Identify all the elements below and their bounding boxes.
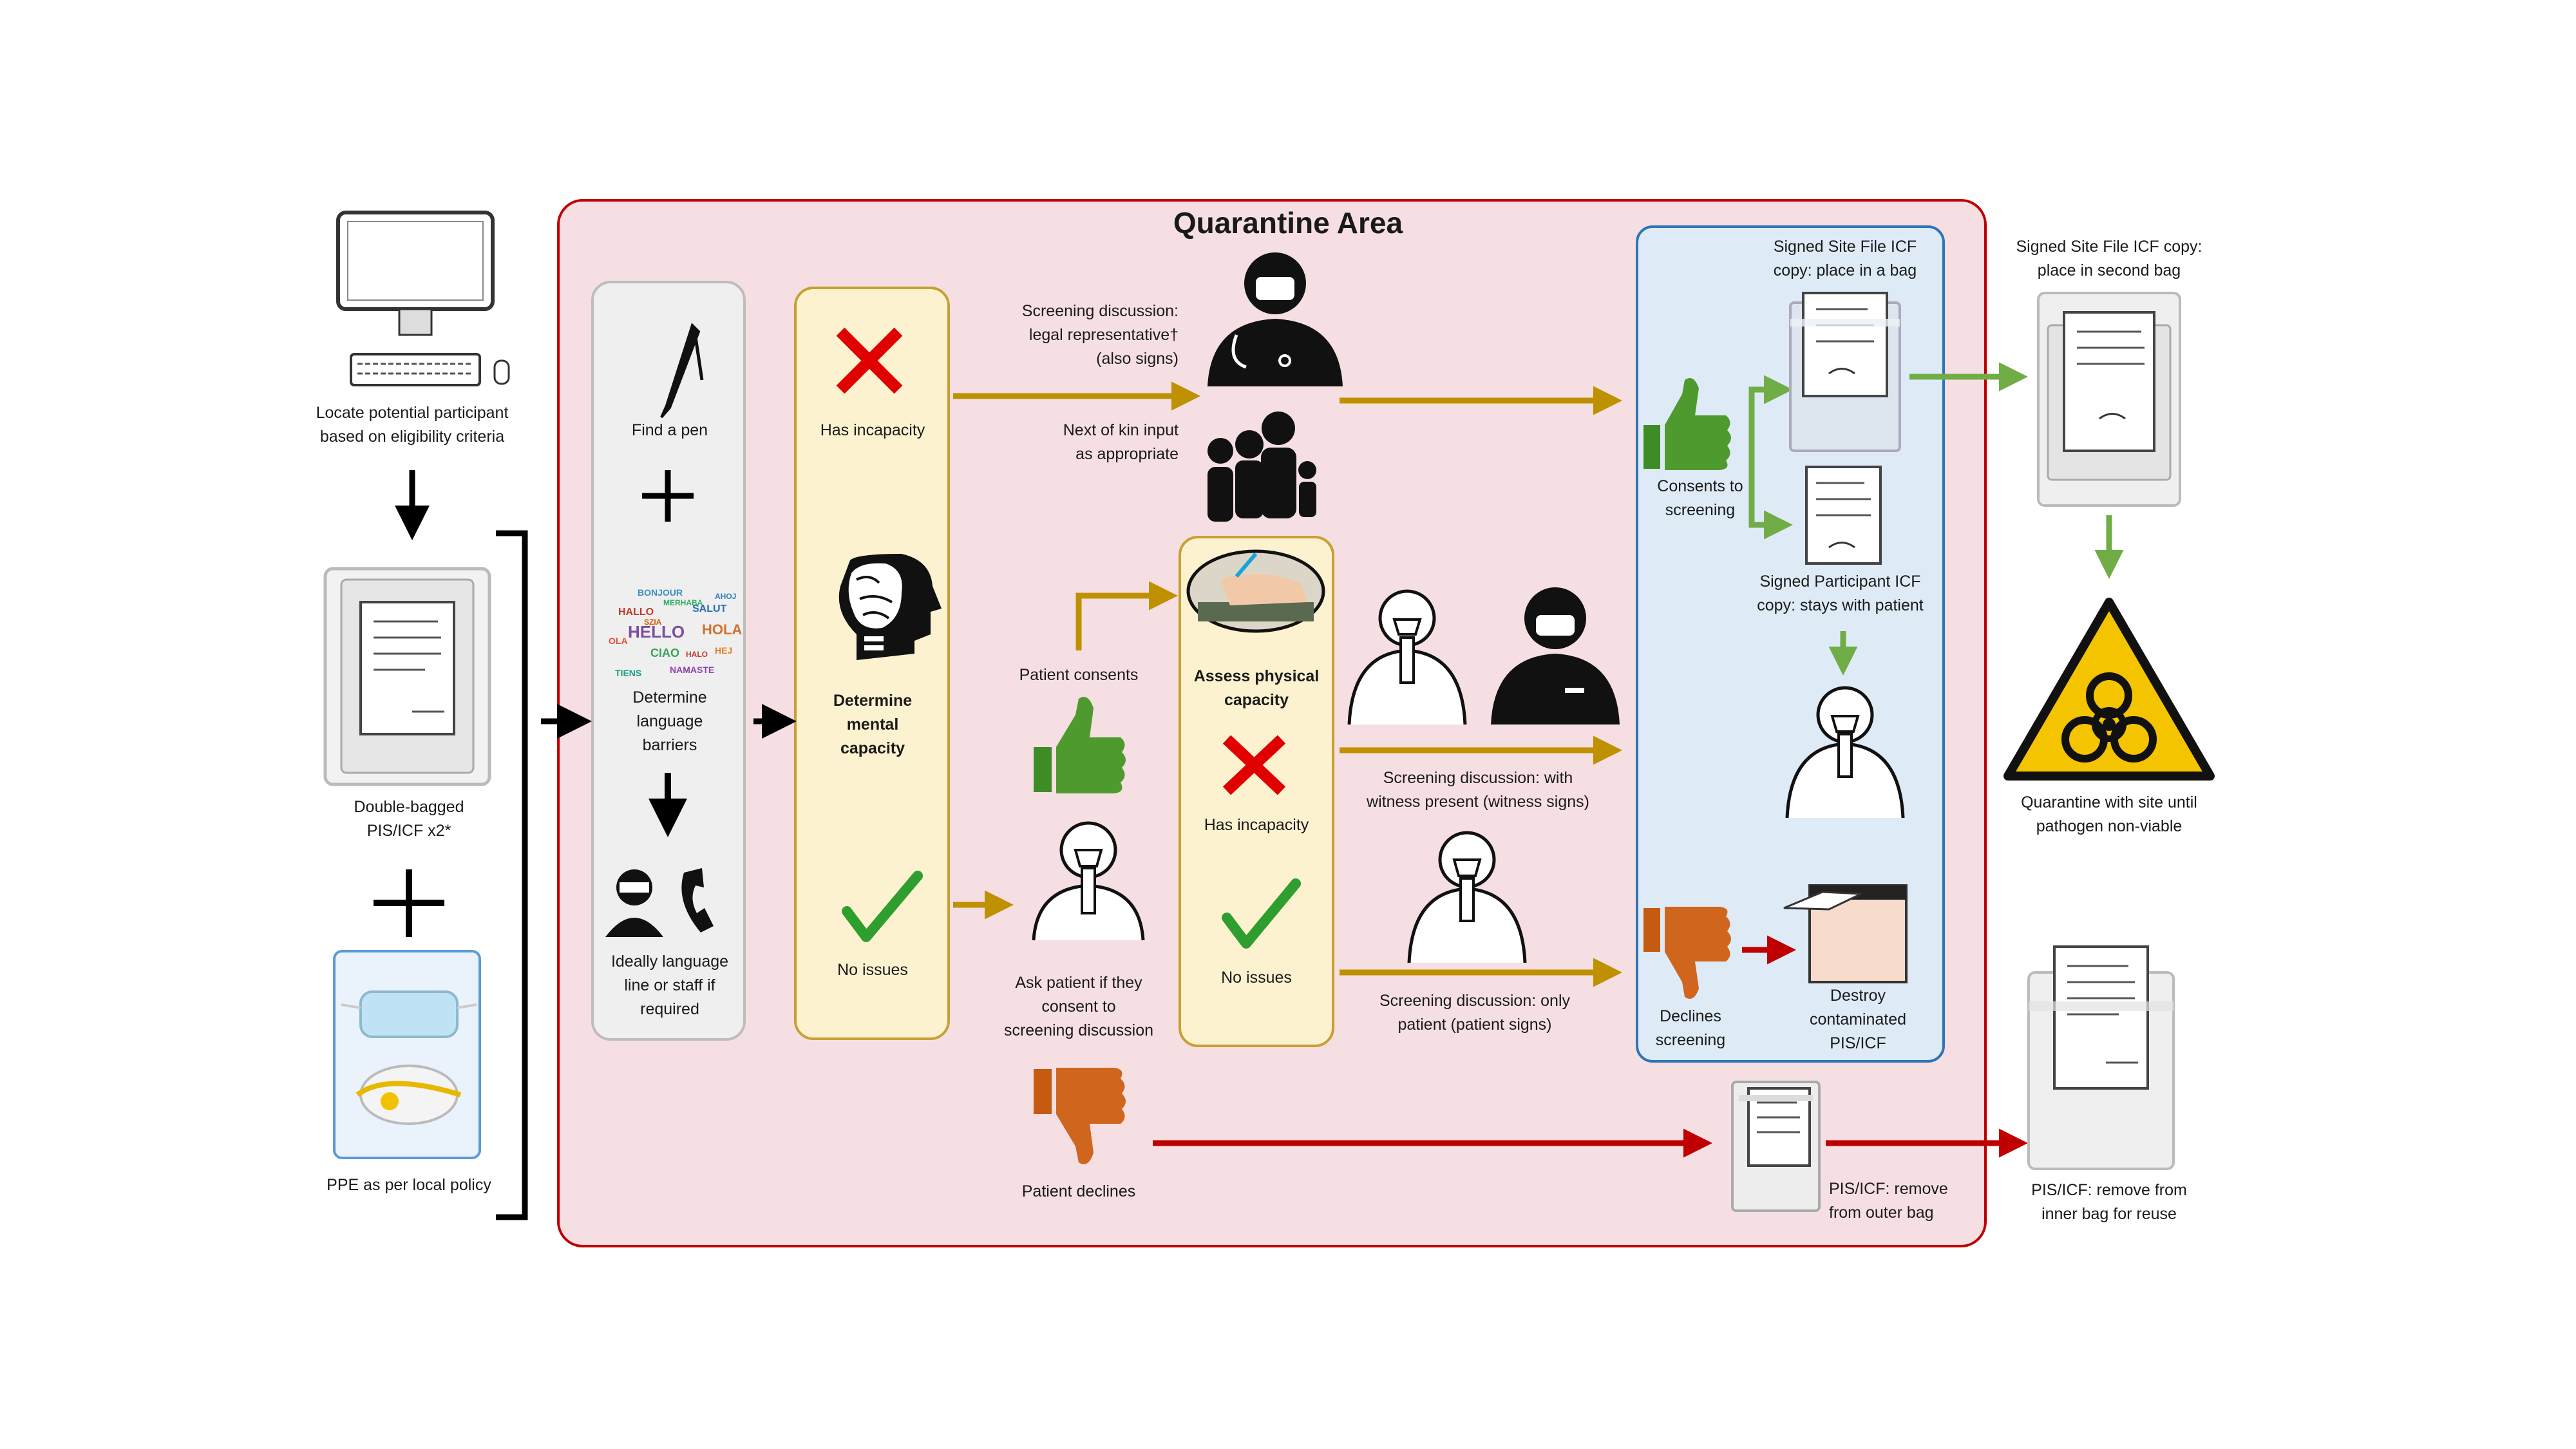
word-cloud-word: TIENS	[615, 668, 641, 678]
phone-icon	[681, 868, 714, 933]
word-cloud-word: AHOJ	[715, 592, 736, 601]
word-cloud-word: HOLA	[702, 621, 742, 638]
quarantine-title: Quarantine Area	[1173, 206, 1403, 240]
bracket	[496, 530, 528, 1220]
word-cloud-word: CIAO	[650, 647, 679, 659]
word-cloud-word: MERHABA	[663, 598, 703, 607]
label-patient-declines: Patient declines	[1021, 1182, 1136, 1200]
document-bag-icon-inner	[2027, 945, 2175, 1170]
label-quarantine-site: Quarantine with site until pathogen non-…	[2021, 793, 2197, 835]
mental-capacity-column	[794, 287, 950, 1040]
patient-icon-witness	[1347, 589, 1467, 725]
document-bag-icon-outer	[1731, 1081, 1821, 1212]
label-locate: Locate potential participant based on el…	[316, 404, 509, 446]
label-remove-inner: PIS/ICF: remove from inner bag for reuse	[2031, 1181, 2187, 1223]
family-icon	[1208, 412, 1316, 522]
label-has-incapacity-physical: Has incapacity	[1204, 816, 1309, 834]
word-cloud-word: SZIA	[644, 618, 662, 627]
biohazard-icon	[2003, 598, 2215, 781]
patient-icon	[1032, 821, 1145, 941]
patient-icon-outcome	[1785, 686, 1905, 819]
check-icon	[842, 871, 923, 942]
label-language-barriers: Determine language barriers	[632, 688, 707, 754]
label-patient-consents: Patient consents	[1019, 666, 1139, 684]
word-cloud-word: SALUT	[692, 603, 727, 614]
label-signed-site-bag: Signed Site File ICF copy: place in a ba…	[1773, 238, 1917, 279]
shredder-icon	[1783, 884, 1908, 983]
plus-small-icon	[642, 470, 694, 522]
label-destroy: Destroy contaminated PIS/ICF	[1809, 987, 1907, 1052]
label-no-issues-mental: No issues	[837, 961, 908, 979]
mask-icon	[341, 990, 477, 1125]
computer-icon	[336, 211, 510, 386]
document-participant-icon	[1805, 466, 1882, 565]
thumbs-up-icon	[1034, 697, 1126, 793]
label-signed-participant: Signed Participant ICF copy: stays with …	[1757, 573, 1924, 614]
thumbs-up-icon-consents	[1643, 377, 1731, 470]
label-consents-screening: Consents to screening	[1657, 477, 1743, 519]
thumbs-down-icon	[1034, 1068, 1126, 1164]
label-determine-mental: Determine mental capacity	[833, 692, 913, 757]
word-cloud-word: HEJ	[715, 645, 732, 656]
check-icon-2	[1222, 878, 1301, 949]
label-find-pen: Find a pen	[631, 421, 708, 439]
pen-icon	[660, 323, 704, 419]
word-cloud-word: NAMASTE	[670, 665, 714, 675]
label-ask-patient: Ask patient if they consent to screening…	[1003, 974, 1154, 1039]
label-screening-legal: Screening discussion: legal representati…	[1021, 302, 1179, 368]
brain-head-icon	[838, 554, 942, 660]
document-bag-icon-second	[2037, 292, 2181, 507]
word-cloud-word: HELLO	[628, 622, 685, 641]
document-bag-icon	[323, 567, 491, 786]
doctor-icon	[1208, 252, 1343, 386]
word-cloud-word: HALLO	[618, 607, 654, 618]
interpreter-icon	[605, 869, 663, 937]
label-has-incapacity-mental: Has incapacity	[820, 421, 925, 439]
label-no-issues-physical: No issues	[1221, 969, 1292, 987]
hand-writing-icon	[1186, 549, 1325, 633]
cross-icon	[836, 327, 903, 394]
thumbs-down-icon-declines	[1643, 907, 1731, 999]
label-assess-physical: Assess physical capacity	[1193, 667, 1320, 709]
label-ppe: PPE as per local policy	[327, 1176, 491, 1194]
word-cloud-word: OLA	[609, 636, 628, 646]
label-next-of-kin: Next of kin input as appropriate	[1063, 421, 1179, 463]
label-declines-screening: Declines screening	[1655, 1007, 1726, 1049]
label-double-bagged: Double-bagged PIS/ICF x2*	[354, 798, 464, 840]
document-bag-icon-site	[1789, 292, 1901, 452]
label-signed-second-bag: Signed Site File ICF copy: place in seco…	[2016, 238, 2202, 279]
word-cloud-word: HALO	[686, 650, 708, 659]
nurse-icon	[1491, 587, 1620, 724]
cross-icon-2	[1222, 735, 1286, 795]
label-language-line: Ideally language line or staff if requir…	[611, 952, 729, 1018]
word-cloud-word: BONJOUR	[638, 587, 683, 598]
label-only-patient: Screening discussion: only patient (pati…	[1379, 992, 1570, 1034]
arrow-consents-to-physical	[1075, 581, 1178, 650]
plus-icon	[374, 869, 444, 937]
label-witness: Screening discussion: with witness prese…	[1367, 769, 1589, 811]
patient-icon-only	[1407, 831, 1527, 963]
label-remove-outer: PIS/ICF: remove from outer bag	[1829, 1180, 1948, 1222]
word-cloud-icon: HELLO HOLA BONJOUR CIAO HALLO SALUT NAMA…	[609, 587, 742, 678]
